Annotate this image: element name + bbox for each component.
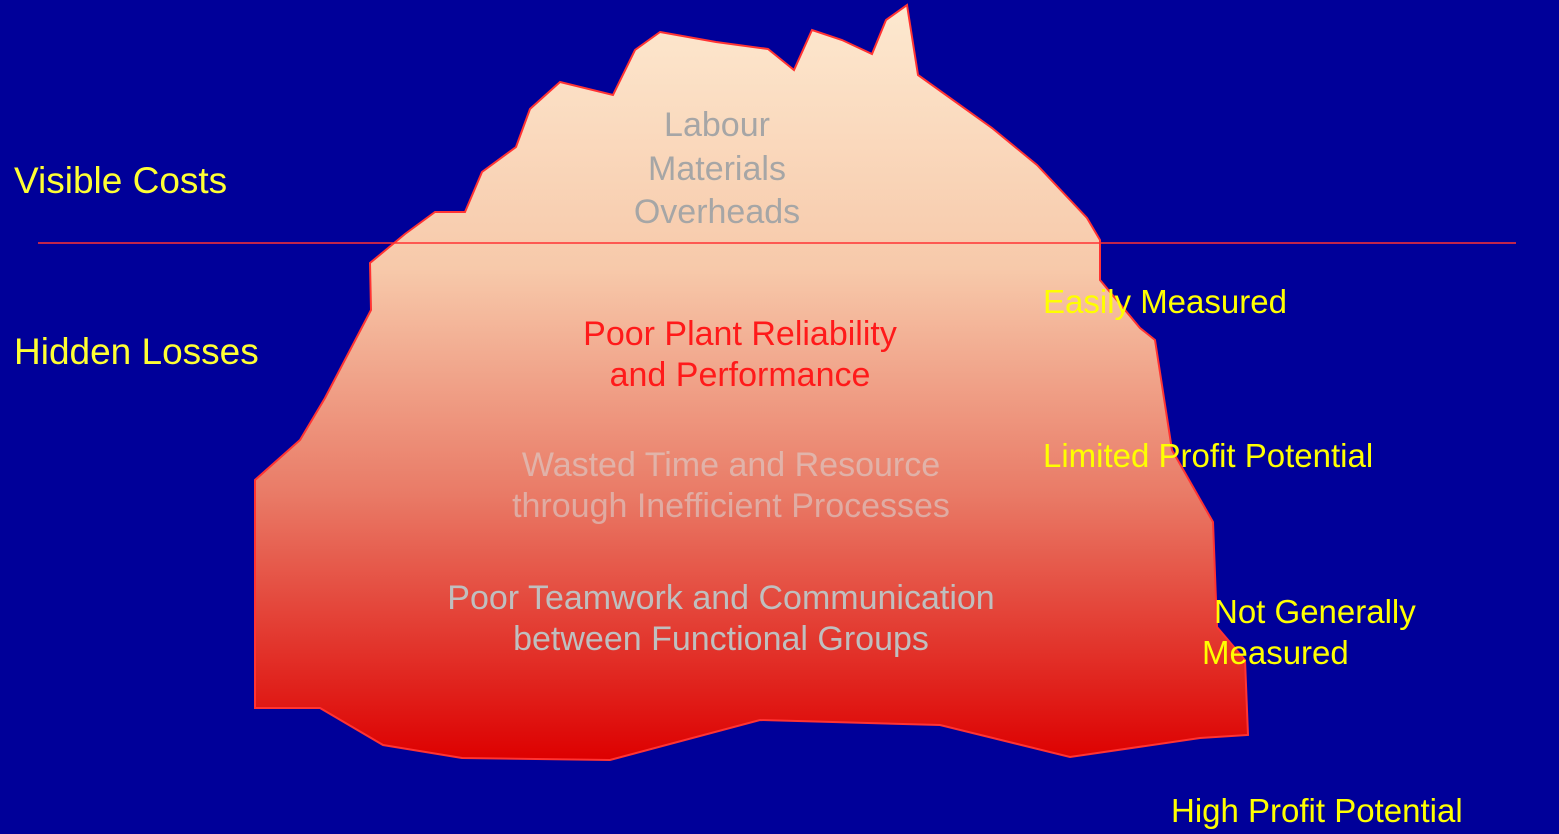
wasted-time-text: Wasted Time and Resource through Ineffic… bbox=[512, 445, 950, 527]
limited-profit-label: Limited Profit Potential bbox=[1043, 437, 1374, 474]
teamwork-line-2: between Functional Groups bbox=[513, 619, 929, 658]
overheads-text: Overheads bbox=[633, 193, 801, 232]
reliability-text: Poor Plant Reliability and Performance bbox=[583, 314, 897, 396]
not-generally-line-2: Measured bbox=[1202, 634, 1349, 672]
materials-text: Materials bbox=[648, 149, 786, 188]
labour-text: Labour bbox=[664, 106, 770, 144]
wasted-line-2: through Inefficient Processes bbox=[512, 486, 950, 525]
visible-cost-list: Labour Materials Overheads bbox=[634, 104, 800, 235]
not-generally-line-1: Not Generally bbox=[1214, 593, 1416, 630]
easily-measured-label: Easily Measured bbox=[1043, 283, 1287, 320]
hidden-losses-label: Hidden Losses bbox=[14, 331, 259, 372]
not-generally-measured-label: Not Generally Measured bbox=[1202, 591, 1416, 674]
teamwork-text: Poor Teamwork and Communication between … bbox=[447, 578, 994, 660]
teamwork-line-1: Poor Teamwork and Communication bbox=[447, 579, 995, 617]
iceberg-shape bbox=[254, 3, 1250, 762]
reliability-line-2: and Performance bbox=[609, 355, 871, 394]
reliability-line-1: Poor Plant Reliability bbox=[583, 315, 897, 353]
wasted-line-1: Wasted Time and Resource bbox=[521, 446, 941, 484]
high-profit-label: High Profit Potential bbox=[1171, 792, 1463, 829]
visible-costs-label: Visible Costs bbox=[14, 160, 228, 201]
